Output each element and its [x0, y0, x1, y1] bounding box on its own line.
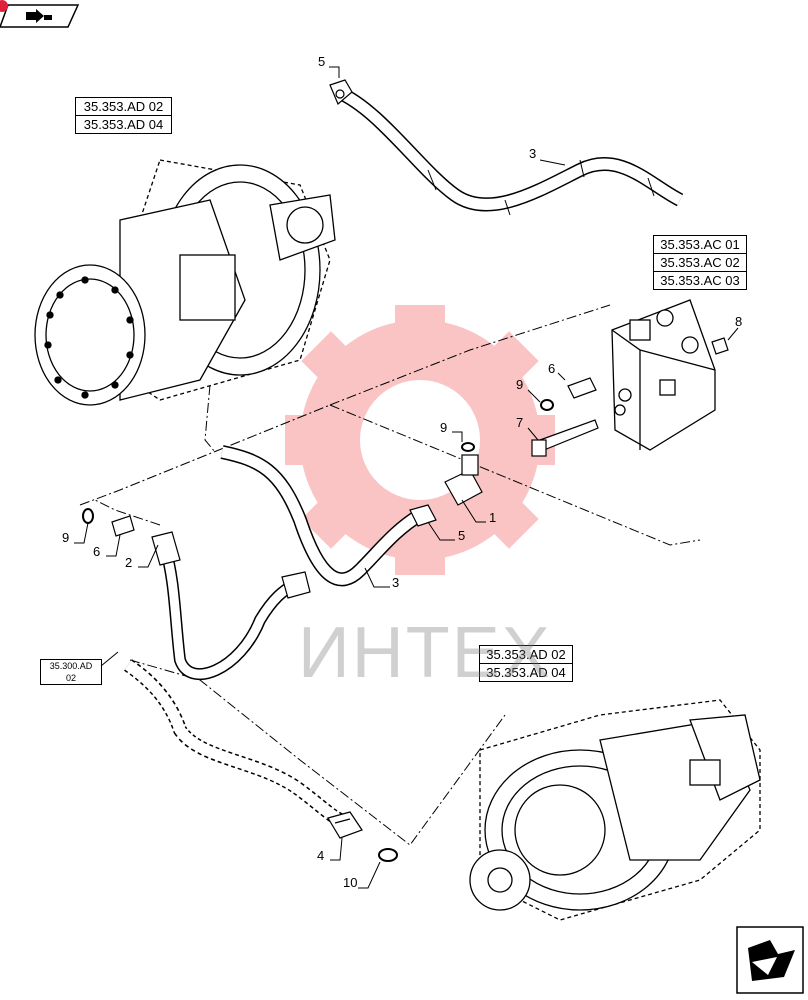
ref-box-hose[interactable]: 35.300.AD 02 [40, 659, 102, 685]
elbow-fitting [444, 454, 483, 506]
ref-valve-2[interactable]: 35.353.AC 02 [654, 254, 746, 272]
callout-9-mid: 9 [440, 420, 448, 435]
callout-10: 10 [343, 875, 358, 890]
valve-block [611, 299, 716, 451]
ref-hose[interactable]: 35.300.AD 02 [49, 661, 93, 683]
hose-top [334, 85, 684, 216]
ref-box-valve[interactable]: 35.353.AC 01 35.353.AC 02 35.353.AC 03 [653, 235, 747, 290]
hose-middle [220, 445, 424, 587]
ref-motor-right-2[interactable]: 35.353.AD 04 [486, 665, 566, 680]
callout-3-mid: 3 [392, 575, 400, 590]
callout-1: 1 [489, 510, 497, 525]
callout-6-left: 6 [93, 544, 101, 559]
fitting-4 [327, 811, 363, 839]
hose-clamp-top [329, 79, 353, 105]
callout-9-left: 9 [62, 530, 70, 545]
ref-box-motor-left[interactable]: 35.353.AD 02 35.353.AD 04 [75, 97, 172, 134]
o-ring-9-right [540, 399, 554, 411]
ref-valve-1[interactable]: 35.353.AC 01 [654, 236, 746, 254]
hose-clamp-middle [409, 504, 437, 527]
callout-7: 7 [516, 415, 524, 430]
hose-lower [124, 659, 344, 827]
ref-box-motor-right[interactable]: 35.353.AD 02 35.353.AD 04 [479, 645, 573, 682]
o-ring-mid [461, 442, 475, 452]
fitting-6-right [567, 377, 597, 399]
callout-6-right: 6 [548, 361, 556, 376]
o-ring-10 [378, 848, 398, 862]
page-forward-icon[interactable] [736, 926, 804, 994]
hose-left [151, 531, 311, 681]
ref-valve-3[interactable]: 35.353.AC 03 [660, 273, 740, 288]
callout-5-mid: 5 [458, 528, 466, 543]
ref-motor-right-1[interactable]: 35.353.AD 02 [480, 646, 572, 664]
assembly-lines [79, 304, 701, 846]
callout-9-right: 9 [516, 377, 524, 392]
watermark-gear-icon [285, 305, 555, 575]
fitting-6-left [111, 515, 135, 537]
callout-3-top: 3 [529, 146, 537, 161]
watermark-text: ИНТЕХ [298, 613, 552, 693]
plug-8 [711, 337, 729, 355]
callout-2: 2 [125, 555, 133, 570]
bolt-7 [531, 419, 599, 457]
callout-4: 4 [317, 848, 325, 863]
drive-motor-right [469, 699, 761, 921]
callout-5-top: 5 [318, 54, 326, 69]
callout-8: 8 [735, 314, 743, 329]
drive-motor-left [34, 159, 336, 406]
ref-motor-left-2[interactable]: 35.353.AD 04 [83, 117, 164, 132]
ref-motor-left-1[interactable]: 35.353.AD 02 [76, 98, 171, 116]
page-back-icon[interactable] [0, 0, 80, 28]
